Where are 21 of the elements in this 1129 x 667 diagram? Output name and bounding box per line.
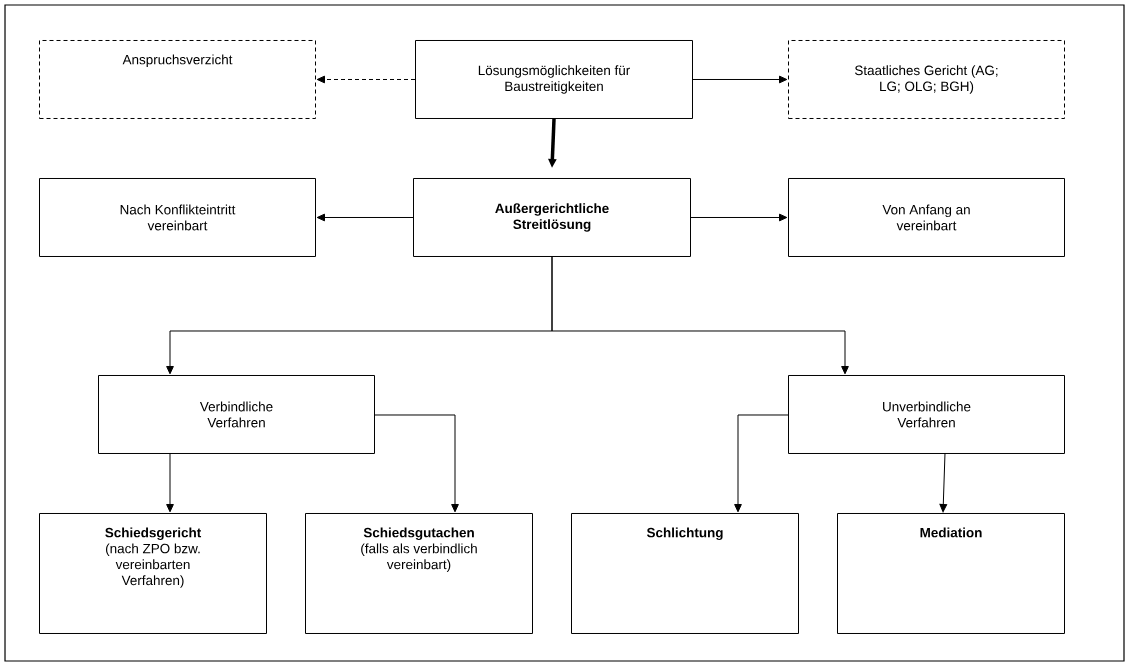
arrow	[316, 75, 416, 84]
arrow	[166, 452, 174, 513]
process-box: Von Anfang an vereinbart	[788, 178, 1065, 257]
dashed-box: Staatliches Gericht (AG; LG; OLG; BGH)	[788, 40, 1065, 119]
arrow	[551, 256, 849, 375]
process-box: Schlichtung	[571, 513, 799, 634]
process-box: Nach Konflikteintritt vereinbart	[39, 178, 316, 257]
process-box: Schiedsgericht (nach ZPO bzw. vereinbarten Verfahren)	[39, 513, 267, 634]
process-box: Unverbindliche Verfahren	[788, 375, 1065, 454]
process-box: Außergerichtliche Streitlösung	[413, 178, 691, 257]
arrow	[734, 414, 789, 513]
process-box: Verbindliche Verfahren	[98, 375, 375, 454]
arrow	[939, 452, 948, 513]
dashed-box: Anspruchsverzicht	[39, 40, 316, 119]
arrow	[316, 213, 414, 222]
process-box: Lösungsmöglichkeiten für Baustreitigkeiten	[415, 40, 693, 119]
process-box: Mediation	[837, 513, 1065, 634]
process-box: Schiedsgutachen (falls als verbindlich vereinbart)	[305, 513, 533, 634]
arrow	[373, 414, 459, 513]
arrow	[690, 213, 788, 222]
arrow	[692, 75, 788, 84]
